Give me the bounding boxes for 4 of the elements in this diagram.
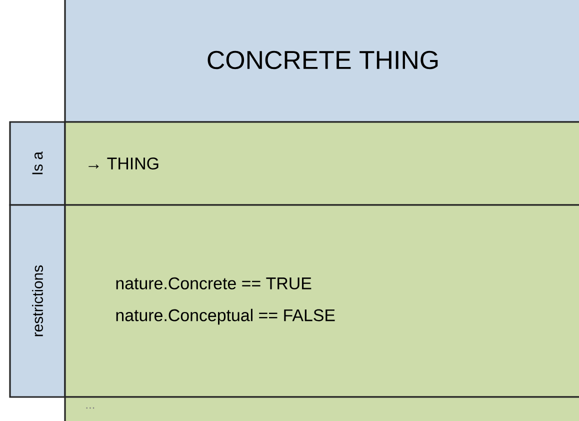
title-box: CONCRETE THING	[64, 0, 579, 123]
row-cell: → THING	[64, 121, 579, 206]
row-cell: ...	[64, 396, 579, 421]
side-tab: Is a	[9, 121, 66, 206]
